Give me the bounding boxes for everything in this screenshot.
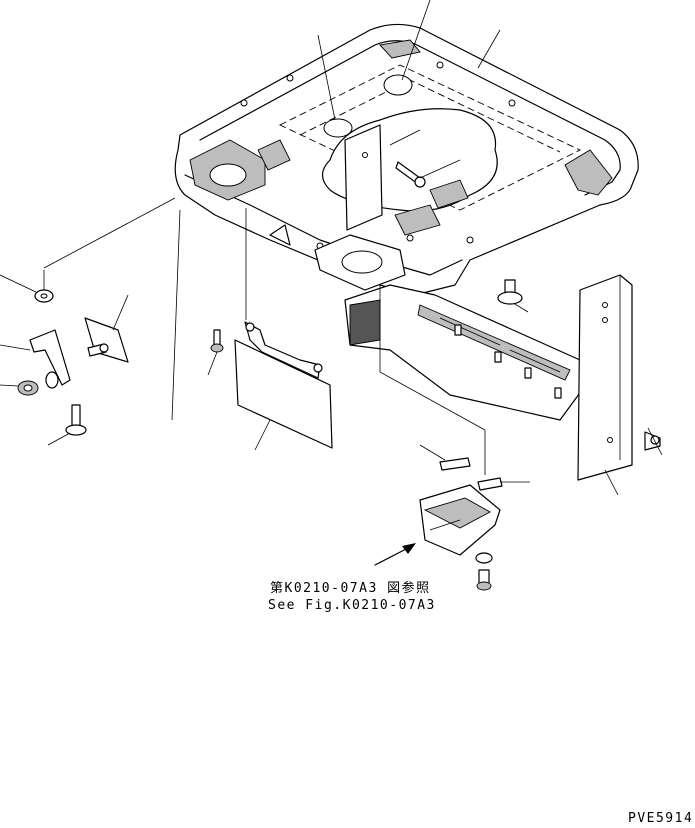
- roof-hole-1: [323, 118, 353, 138]
- roof-hole-2: [383, 74, 413, 96]
- top-bracket: [379, 39, 421, 59]
- strap-1: [439, 457, 471, 471]
- reference-en: See Fig.K0210-07A3: [268, 598, 436, 613]
- mat-assembly: [207, 321, 333, 451]
- clip-bracket: [29, 329, 71, 386]
- side-panel-right: [577, 274, 633, 496]
- strap-2: [477, 477, 503, 491]
- center-plate: [344, 124, 383, 231]
- skirt-panel: [344, 284, 583, 421]
- cab-frame: [174, 23, 639, 296]
- right-lower-parts: [374, 279, 663, 591]
- roof-inner-rim: [199, 40, 621, 196]
- reference-ja: 第K0210-07A3 図参照: [270, 580, 431, 596]
- side-panel: [577, 274, 633, 481]
- leader-lines: [43, 0, 529, 475]
- left-parts: [0, 270, 129, 446]
- lower-skirt: [344, 284, 583, 421]
- mat-bolt: [213, 329, 221, 346]
- mat-panel: [234, 339, 333, 449]
- box-washer: [475, 552, 493, 564]
- drawing-code: PVE5914: [628, 811, 693, 826]
- center-bracket: [344, 124, 461, 231]
- corner-bracket-right: [564, 149, 613, 196]
